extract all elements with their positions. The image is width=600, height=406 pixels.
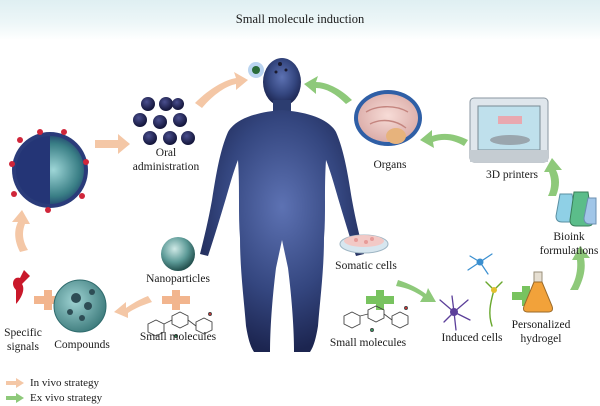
green-arrow-icon bbox=[6, 393, 24, 403]
organs-label: Organs bbox=[373, 159, 407, 171]
in-vivo-arrows bbox=[12, 72, 248, 318]
legend-ex-vivo: Ex vivo strategy bbox=[6, 391, 102, 405]
specific-signals-label: Specific signals bbox=[4, 327, 42, 353]
nanoparticle-icon bbox=[161, 237, 195, 271]
brain-organ-icon bbox=[354, 90, 422, 146]
molecule-structure-left bbox=[147, 311, 213, 338]
small-molecules-right-label: Small molecules bbox=[329, 337, 407, 349]
oral-administration-label: Oral administration bbox=[132, 147, 200, 173]
nanoparticles-label: Nanoparticles bbox=[146, 273, 210, 285]
liposome-icon bbox=[9, 129, 89, 213]
somatic-cells-label: Somatic cells bbox=[335, 260, 397, 272]
small-molecules-left-label: Small molecules bbox=[139, 331, 217, 343]
diagram-title: Small molecule induction bbox=[235, 12, 365, 26]
oral-particles-icon bbox=[133, 97, 195, 145]
compounds-icon bbox=[53, 279, 107, 333]
molecule-structure-right bbox=[343, 305, 409, 332]
ex-vivo-arrows bbox=[304, 76, 590, 310]
personalized-hydrogel-label: Personalized hydrogel bbox=[511, 319, 571, 345]
3d-printers-label: 3D printers bbox=[485, 169, 539, 181]
3d-printer-icon bbox=[469, 97, 549, 163]
peach-arrow-icon bbox=[6, 378, 24, 388]
bioink-label: Bioink formulations bbox=[539, 231, 599, 257]
human-body bbox=[200, 58, 364, 352]
somatic-cells-dish-icon bbox=[339, 234, 389, 254]
head-molecule-icon bbox=[248, 62, 288, 78]
hydrogel-flask-icon bbox=[523, 271, 553, 313]
signal-icon bbox=[13, 270, 30, 304]
induced-cells-icon bbox=[439, 253, 503, 331]
title-band bbox=[0, 0, 600, 40]
bioink-flasks-icon bbox=[555, 191, 597, 227]
legend-in-vivo: In vivo strategy bbox=[6, 376, 99, 390]
compounds-label: Compounds bbox=[54, 339, 110, 351]
induced-cells-label: Induced cells bbox=[441, 332, 503, 344]
